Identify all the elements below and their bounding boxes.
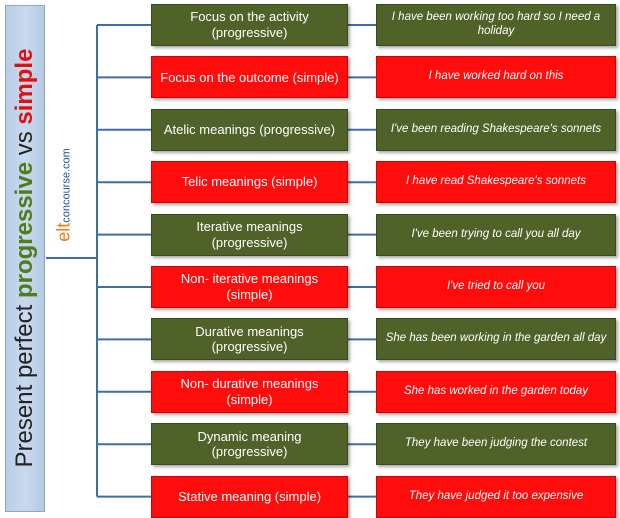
meaning-label: Stative meaning (simple) <box>177 488 322 504</box>
meaning-box-9: Dynamic meaning (progressive) <box>151 423 348 466</box>
example-text: They have judged it too expensive <box>408 489 584 502</box>
example-text: I've tried to call you <box>446 280 546 293</box>
meaning-label: Dynamic meaning (progressive) <box>197 428 302 460</box>
meaning-label: Focus on the activity (progressive) <box>190 9 309 40</box>
example-box-2: I have worked hard on this <box>376 56 616 99</box>
example-box-1: I have been working too hard so I need a… <box>376 4 616 46</box>
example-text: She has been working in the garden all d… <box>385 332 607 345</box>
example-text: I've been trying to call you all day <box>411 227 581 240</box>
meaning-label: Durative meanings (progressive) <box>195 323 304 355</box>
meaning-box-4: Telic meanings (simple) <box>151 161 348 204</box>
example-box-5: I've been trying to call you all day <box>376 213 616 256</box>
example-box-7: She has been working in the garden all d… <box>376 318 616 361</box>
example-text: I have read Shakespeare's sonnets <box>406 175 586 188</box>
example-text: She has worked in the garden today <box>403 384 589 397</box>
meaning-box-10: Stative meaning (simple) <box>151 475 348 518</box>
meaning-box-8: Non- durative meanings (simple) <box>151 370 348 413</box>
example-text: I have been working too hard so I need a… <box>391 11 601 37</box>
meaning-box-3: Atelic meanings (progressive) <box>151 108 348 151</box>
meaning-label: Focus on the outcome (simple) <box>160 69 339 85</box>
meaning-box-6: Non- iterative meanings (simple) <box>151 266 348 308</box>
example-text: They have been judging the contest <box>404 437 588 450</box>
meaning-box-2: Focus on the outcome (simple) <box>151 56 348 99</box>
example-text: I've been reading Shakespeare's sonnets <box>390 122 602 135</box>
meaning-box-7: Durative meanings (progressive) <box>151 318 348 361</box>
meaning-label: Atelic meanings (progressive) <box>163 122 336 137</box>
example-box-9: They have been judging the contest <box>376 423 616 466</box>
example-text: I have worked hard on this <box>428 70 564 83</box>
example-box-8: She has worked in the garden today <box>376 370 616 413</box>
title-panel <box>5 5 45 512</box>
meaning-label: Telic meanings (simple) <box>181 174 318 190</box>
example-box-10: They have judged it too expensive <box>376 475 616 518</box>
example-box-3: I've been reading Shakespeare's sonnets <box>376 108 616 151</box>
example-box-6: I've tried to call you <box>376 266 616 308</box>
example-box-4: I have read Shakespeare's sonnets <box>376 161 616 204</box>
meaning-label: Non- iterative meanings (simple) <box>180 271 319 302</box>
meaning-box-5: Iterative meanings (progressive) <box>151 213 348 256</box>
meaning-box-1: Focus on the activity (progressive) <box>151 4 348 46</box>
meaning-label: Iterative meanings (progressive) <box>196 219 303 250</box>
meaning-label: Non- durative meanings (simple) <box>180 376 319 407</box>
